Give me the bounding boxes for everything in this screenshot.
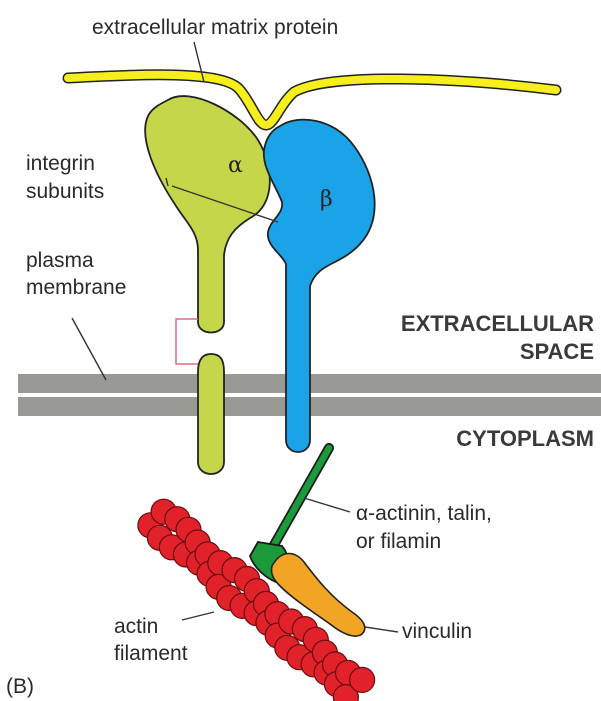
label-integrin-line1: integrin	[26, 152, 95, 175]
membrane-bracket	[176, 319, 198, 364]
actin-filament	[138, 499, 375, 701]
leader-membrane	[72, 318, 106, 380]
label-extracellular-line2: SPACE	[520, 339, 594, 364]
label-actin-line1: actin	[114, 615, 158, 638]
panel-label: (B)	[6, 675, 34, 698]
alpha-subunit-cytoplasmic	[198, 354, 224, 474]
actin-bead	[350, 667, 375, 692]
alpha-letter: α	[228, 153, 243, 178]
linker-rod-fill	[270, 448, 329, 552]
ecm-protein-fill	[68, 75, 556, 125]
leader-linker	[304, 498, 350, 512]
label-ecm-protein: extracellular matrix protein	[92, 16, 338, 39]
leader-actin	[182, 612, 214, 620]
leader-vinculin	[365, 627, 398, 632]
label-vinculin: vinculin	[402, 620, 472, 643]
label-linker-line2: or filamin	[356, 530, 441, 553]
label-membrane-line1: plasma	[26, 249, 94, 272]
label-extracellular-line1: EXTRACELLULAR	[401, 311, 594, 336]
label-cytoplasm: CYTOPLASM	[456, 426, 594, 451]
label-actin-line2: filament	[114, 642, 188, 665]
label-membrane-line2: membrane	[26, 276, 126, 299]
label-integrin-line2: subunits	[26, 180, 104, 203]
beta-letter: β	[320, 187, 333, 212]
alpha-subunit-extracellular	[145, 96, 270, 332]
label-linker-line1: α-actinin, talin,	[356, 502, 492, 525]
